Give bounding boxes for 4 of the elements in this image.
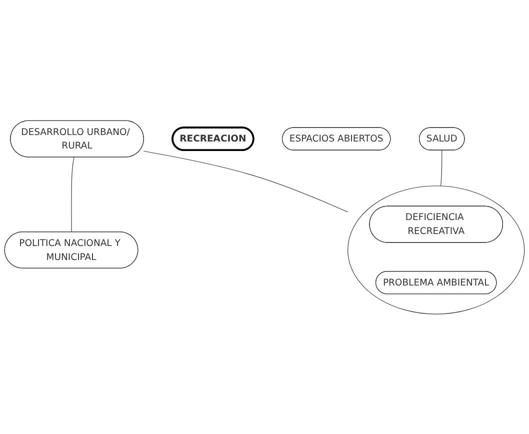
- connector: [143, 150, 348, 212]
- cluster: [348, 185, 525, 314]
- connector: [440, 149, 442, 186]
- connector: [71, 156, 74, 232]
